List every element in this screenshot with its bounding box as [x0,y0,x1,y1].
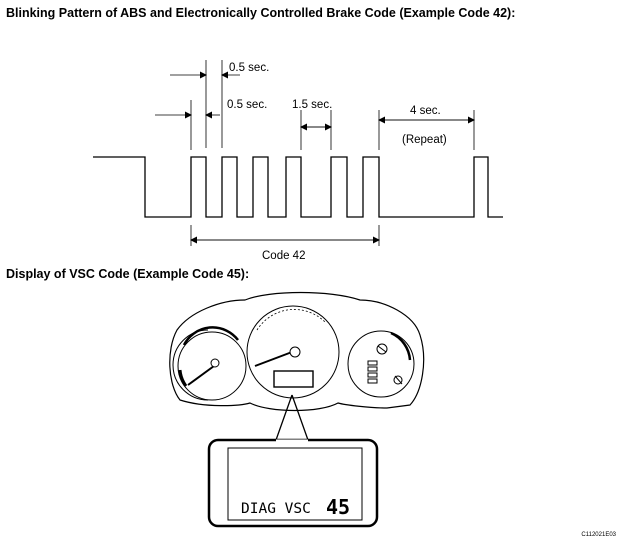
right-gauge [347,330,415,398]
digit-gap-label: 1.5 sec. [292,99,332,111]
off-time-label: 0.5 sec. [227,99,267,111]
code-label: Code 42 [262,250,305,262]
on-time-label: 0.5 sec. [229,62,269,74]
vsc-display-title: Display of VSC Code (Example Code 45): [6,267,250,281]
timing-annotations [155,60,475,246]
lcd-callout [207,394,379,528]
blink-waveform [93,156,503,218]
blink-pattern-title: Blinking Pattern of ABS and Electronical… [6,6,516,20]
figure-id: C112021E03 [581,532,616,538]
center-gauge [246,305,340,399]
left-gauge [172,326,247,401]
repeat-gap-label: 4 sec. [410,105,441,117]
repeat-label: (Repeat) [402,134,447,146]
instrument-cluster [169,291,425,412]
lcd-code-value: 45 [326,495,350,519]
lcd-diag-text: DIAG VSC [241,501,311,517]
